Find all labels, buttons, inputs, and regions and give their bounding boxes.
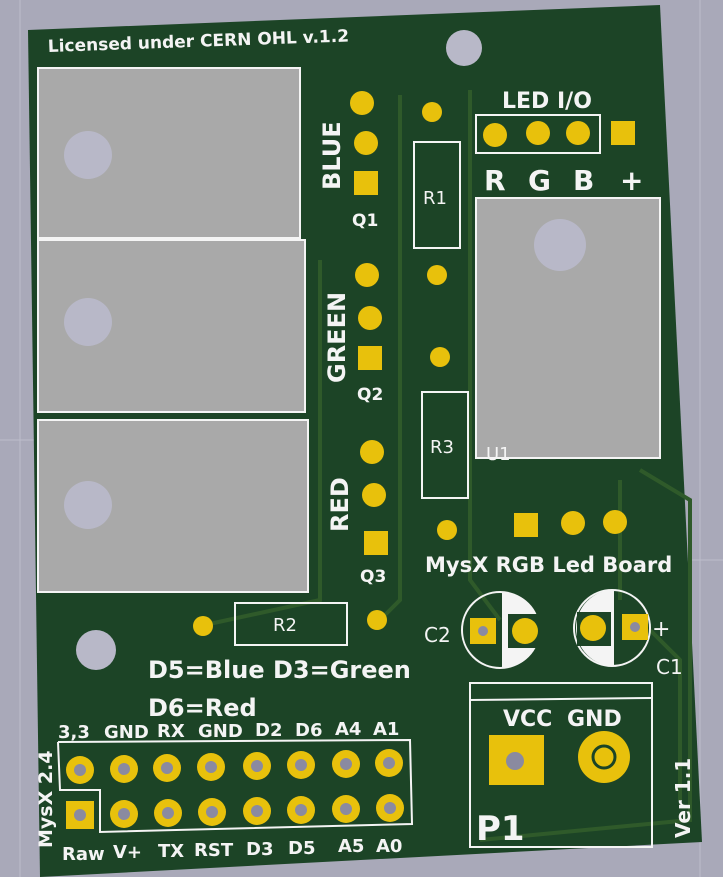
mounting-hole bbox=[446, 30, 482, 66]
resistor-r1: R1 bbox=[413, 102, 461, 285]
svg-text:C1: C1 bbox=[656, 655, 683, 679]
heatsink-u1 bbox=[475, 197, 661, 459]
traces bbox=[199, 90, 692, 842]
label-red: RED bbox=[326, 477, 354, 532]
label-blue: BLUE bbox=[318, 121, 346, 190]
svg-text:V+: V+ bbox=[113, 842, 142, 863]
heatsink-blue bbox=[37, 67, 301, 239]
svg-text:3,3: 3,3 bbox=[58, 722, 90, 743]
header-bottom-labels: Raw V+ TX RST D3 D5 A5 A0 bbox=[62, 836, 402, 865]
header-top-labels: 3,3 GND RX GND D2 D6 A4 A1 bbox=[58, 719, 399, 743]
svg-text:A0: A0 bbox=[376, 836, 402, 857]
label-green: GREEN bbox=[323, 292, 351, 383]
heatsink-green bbox=[37, 239, 306, 413]
version-text: Ver 1.1 bbox=[671, 758, 695, 838]
board-title: MysX RGB Led Board bbox=[425, 553, 672, 577]
svg-text:R1: R1 bbox=[423, 188, 447, 209]
led-io-pin-plus: + bbox=[620, 164, 643, 197]
capacitor-c1: + C1 bbox=[573, 589, 683, 679]
svg-text:A1: A1 bbox=[373, 719, 399, 740]
svg-text:A5: A5 bbox=[338, 836, 364, 857]
ref-q1: Q1 bbox=[352, 211, 378, 231]
ref-q3: Q3 bbox=[360, 567, 386, 587]
resistor-r3: R3 bbox=[421, 347, 469, 540]
q-pads bbox=[350, 91, 388, 555]
ref-q2: Q2 bbox=[357, 385, 383, 405]
note-line-1: D5=Blue D3=Green bbox=[148, 656, 411, 684]
svg-text:RX: RX bbox=[157, 721, 185, 742]
svg-text:GND: GND bbox=[198, 721, 243, 742]
svg-text:D6: D6 bbox=[295, 720, 322, 741]
header-outline bbox=[57, 738, 414, 834]
svg-text:D3: D3 bbox=[246, 839, 273, 860]
svg-text:GND: GND bbox=[104, 722, 149, 743]
svg-text:D2: D2 bbox=[255, 720, 282, 741]
svg-text:+: + bbox=[652, 617, 670, 642]
svg-text:R2: R2 bbox=[273, 615, 297, 636]
power-connector-p1: VCC GND P1 bbox=[469, 682, 653, 849]
led-io-pads bbox=[483, 121, 635, 147]
ref-u1: U1 bbox=[486, 444, 511, 465]
svg-text:Raw: Raw bbox=[62, 844, 105, 865]
header-pads bbox=[66, 749, 404, 829]
capacitor-c2: C2 bbox=[424, 591, 542, 669]
svg-text:C2: C2 bbox=[424, 623, 451, 647]
led-io-pin-r: R bbox=[484, 164, 506, 197]
u1-pads bbox=[514, 510, 627, 537]
svg-text:P1: P1 bbox=[476, 809, 525, 849]
note-line-2: D6=Red bbox=[148, 694, 257, 722]
svg-text:TX: TX bbox=[158, 841, 184, 862]
led-io-pin-g: G bbox=[528, 164, 551, 197]
mounting-hole bbox=[76, 630, 116, 670]
connector-label: MysX 2.4 bbox=[35, 750, 57, 848]
svg-text:GND: GND bbox=[567, 707, 622, 732]
heatsink-red bbox=[37, 419, 309, 593]
led-io-pin-b: B bbox=[573, 164, 594, 197]
svg-text:R3: R3 bbox=[430, 437, 454, 458]
led-io-title: LED I/O bbox=[502, 89, 592, 114]
svg-text:RST: RST bbox=[194, 840, 234, 861]
svg-text:D5: D5 bbox=[288, 838, 315, 859]
svg-text:A4: A4 bbox=[335, 719, 361, 740]
resistor-r2: R2 bbox=[193, 602, 387, 646]
svg-text:VCC: VCC bbox=[503, 707, 552, 732]
led-io-outline bbox=[475, 114, 601, 154]
